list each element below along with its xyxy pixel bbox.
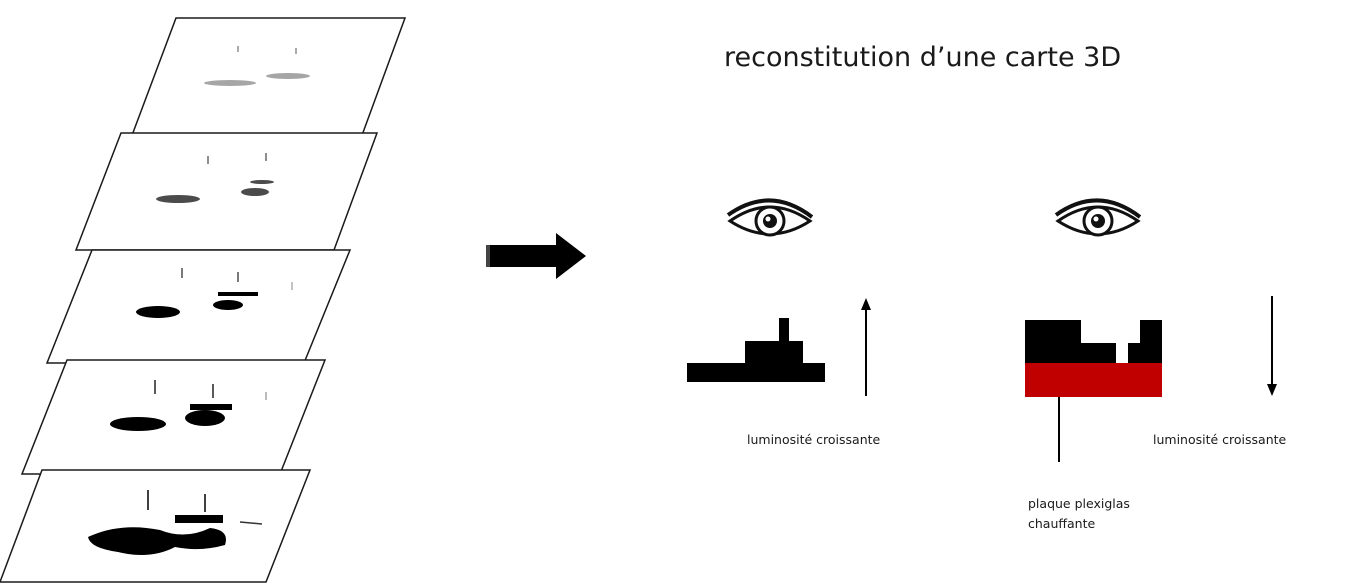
- up-arrow-icon: [861, 298, 871, 396]
- right-arrow-icon: [486, 233, 586, 279]
- right-caption: luminosité croissante: [1153, 432, 1287, 447]
- slice-layer-3: [45, 249, 352, 364]
- slice-layer-5: [0, 469, 312, 583]
- slice-layer-1: [129, 17, 407, 139]
- plate-label-line2: chauffante: [1028, 516, 1096, 531]
- left-block-profile: [687, 318, 825, 382]
- slice-stack: [0, 17, 407, 583]
- right-block-profile: [1025, 320, 1162, 363]
- eye-icon: [1054, 198, 1142, 237]
- slice-layer-2: [74, 132, 379, 251]
- eye-icon: [726, 198, 814, 237]
- plate-label-line1: plaque plexiglas: [1028, 496, 1130, 511]
- down-arrow-icon: [1267, 296, 1277, 396]
- slice-layer-4: [20, 359, 327, 475]
- left-caption: luminosité croissante: [747, 432, 881, 447]
- heating-plate: [1025, 363, 1162, 397]
- diagram-title: reconstitution d’une carte 3D: [724, 42, 1122, 73]
